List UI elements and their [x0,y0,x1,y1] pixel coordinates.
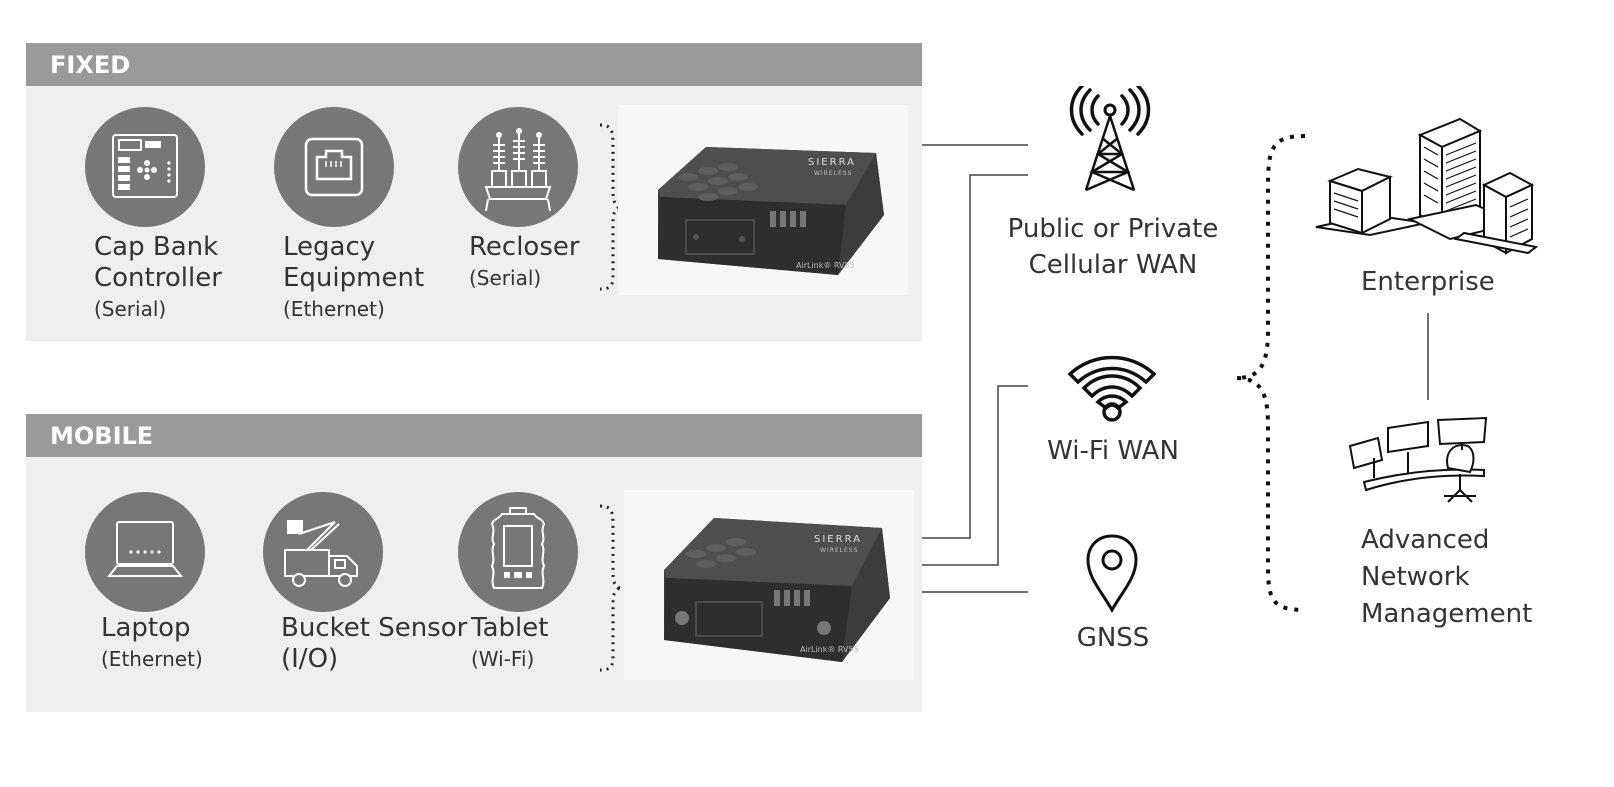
mobile-dotted-bracket [599,504,623,672]
mobile-title: MOBILE [50,422,154,450]
device-label-laptop: Laptop (Ethernet) [101,613,203,671]
wifi-icon [1067,355,1157,422]
destination-label-enterprise: Enterprise [1361,267,1495,297]
cap-bank-controller-icon [85,107,205,227]
fixed-panel: FIXED Cap Bank Controller (Serial) [26,43,922,341]
router-airlink-fixed: SIERRA WIRELESS AirLink® RV55 [618,105,908,299]
svg-text:WIRELESS: WIRELESS [820,547,858,554]
device-label-bucket-sensor: Bucket Sensor (I/O) [281,613,468,674]
fixed-title: FIXED [50,51,131,79]
recloser-icon [458,107,578,227]
rugged-tablet-icon [458,492,578,612]
device-label-recloser: Recloser (Serial) [469,232,580,290]
device-label-cap-bank: Cap Bank Controller (Serial) [94,232,222,321]
network-label-gnss: GNSS [1076,623,1150,653]
svg-text:SIERRA: SIERRA [814,534,862,545]
office-buildings-icon [1315,117,1538,255]
mobile-panel: MOBILE Laptop (Ethernet) Buc [26,414,922,712]
router-airlink-mobile: SIERRA WIRELESS AirLink® RV55 [624,490,914,684]
dotted-brace [1235,134,1306,612]
laptop-icon [85,492,205,612]
svg-text:WIRELESS: WIRELESS [814,170,852,177]
mobile-header: MOBILE [26,414,922,457]
network-label-wifi: Wi-Fi WAN [1047,436,1179,466]
svg-text:AirLink® RV55: AirLink® RV55 [800,645,859,654]
control-room-icon [1348,416,1488,503]
bucket-truck-icon [263,492,383,612]
device-label-tablet: Tablet (Wi-Fi) [471,613,549,671]
device-label-legacy: Legacy Equipment (Ethernet) [283,232,425,321]
svg-text:SIERRA: SIERRA [808,157,856,168]
cell-tower-icon [1069,86,1151,192]
location-pin-icon [1086,534,1138,612]
network-label-cellular: Public or Private Cellular WAN [1007,214,1219,280]
ethernet-port-icon [274,107,394,227]
svg-text:AirLink® RV55: AirLink® RV55 [796,261,855,270]
destination-label-network-management: Advanced Network Management [1361,525,1533,629]
fixed-header: FIXED [26,43,922,86]
